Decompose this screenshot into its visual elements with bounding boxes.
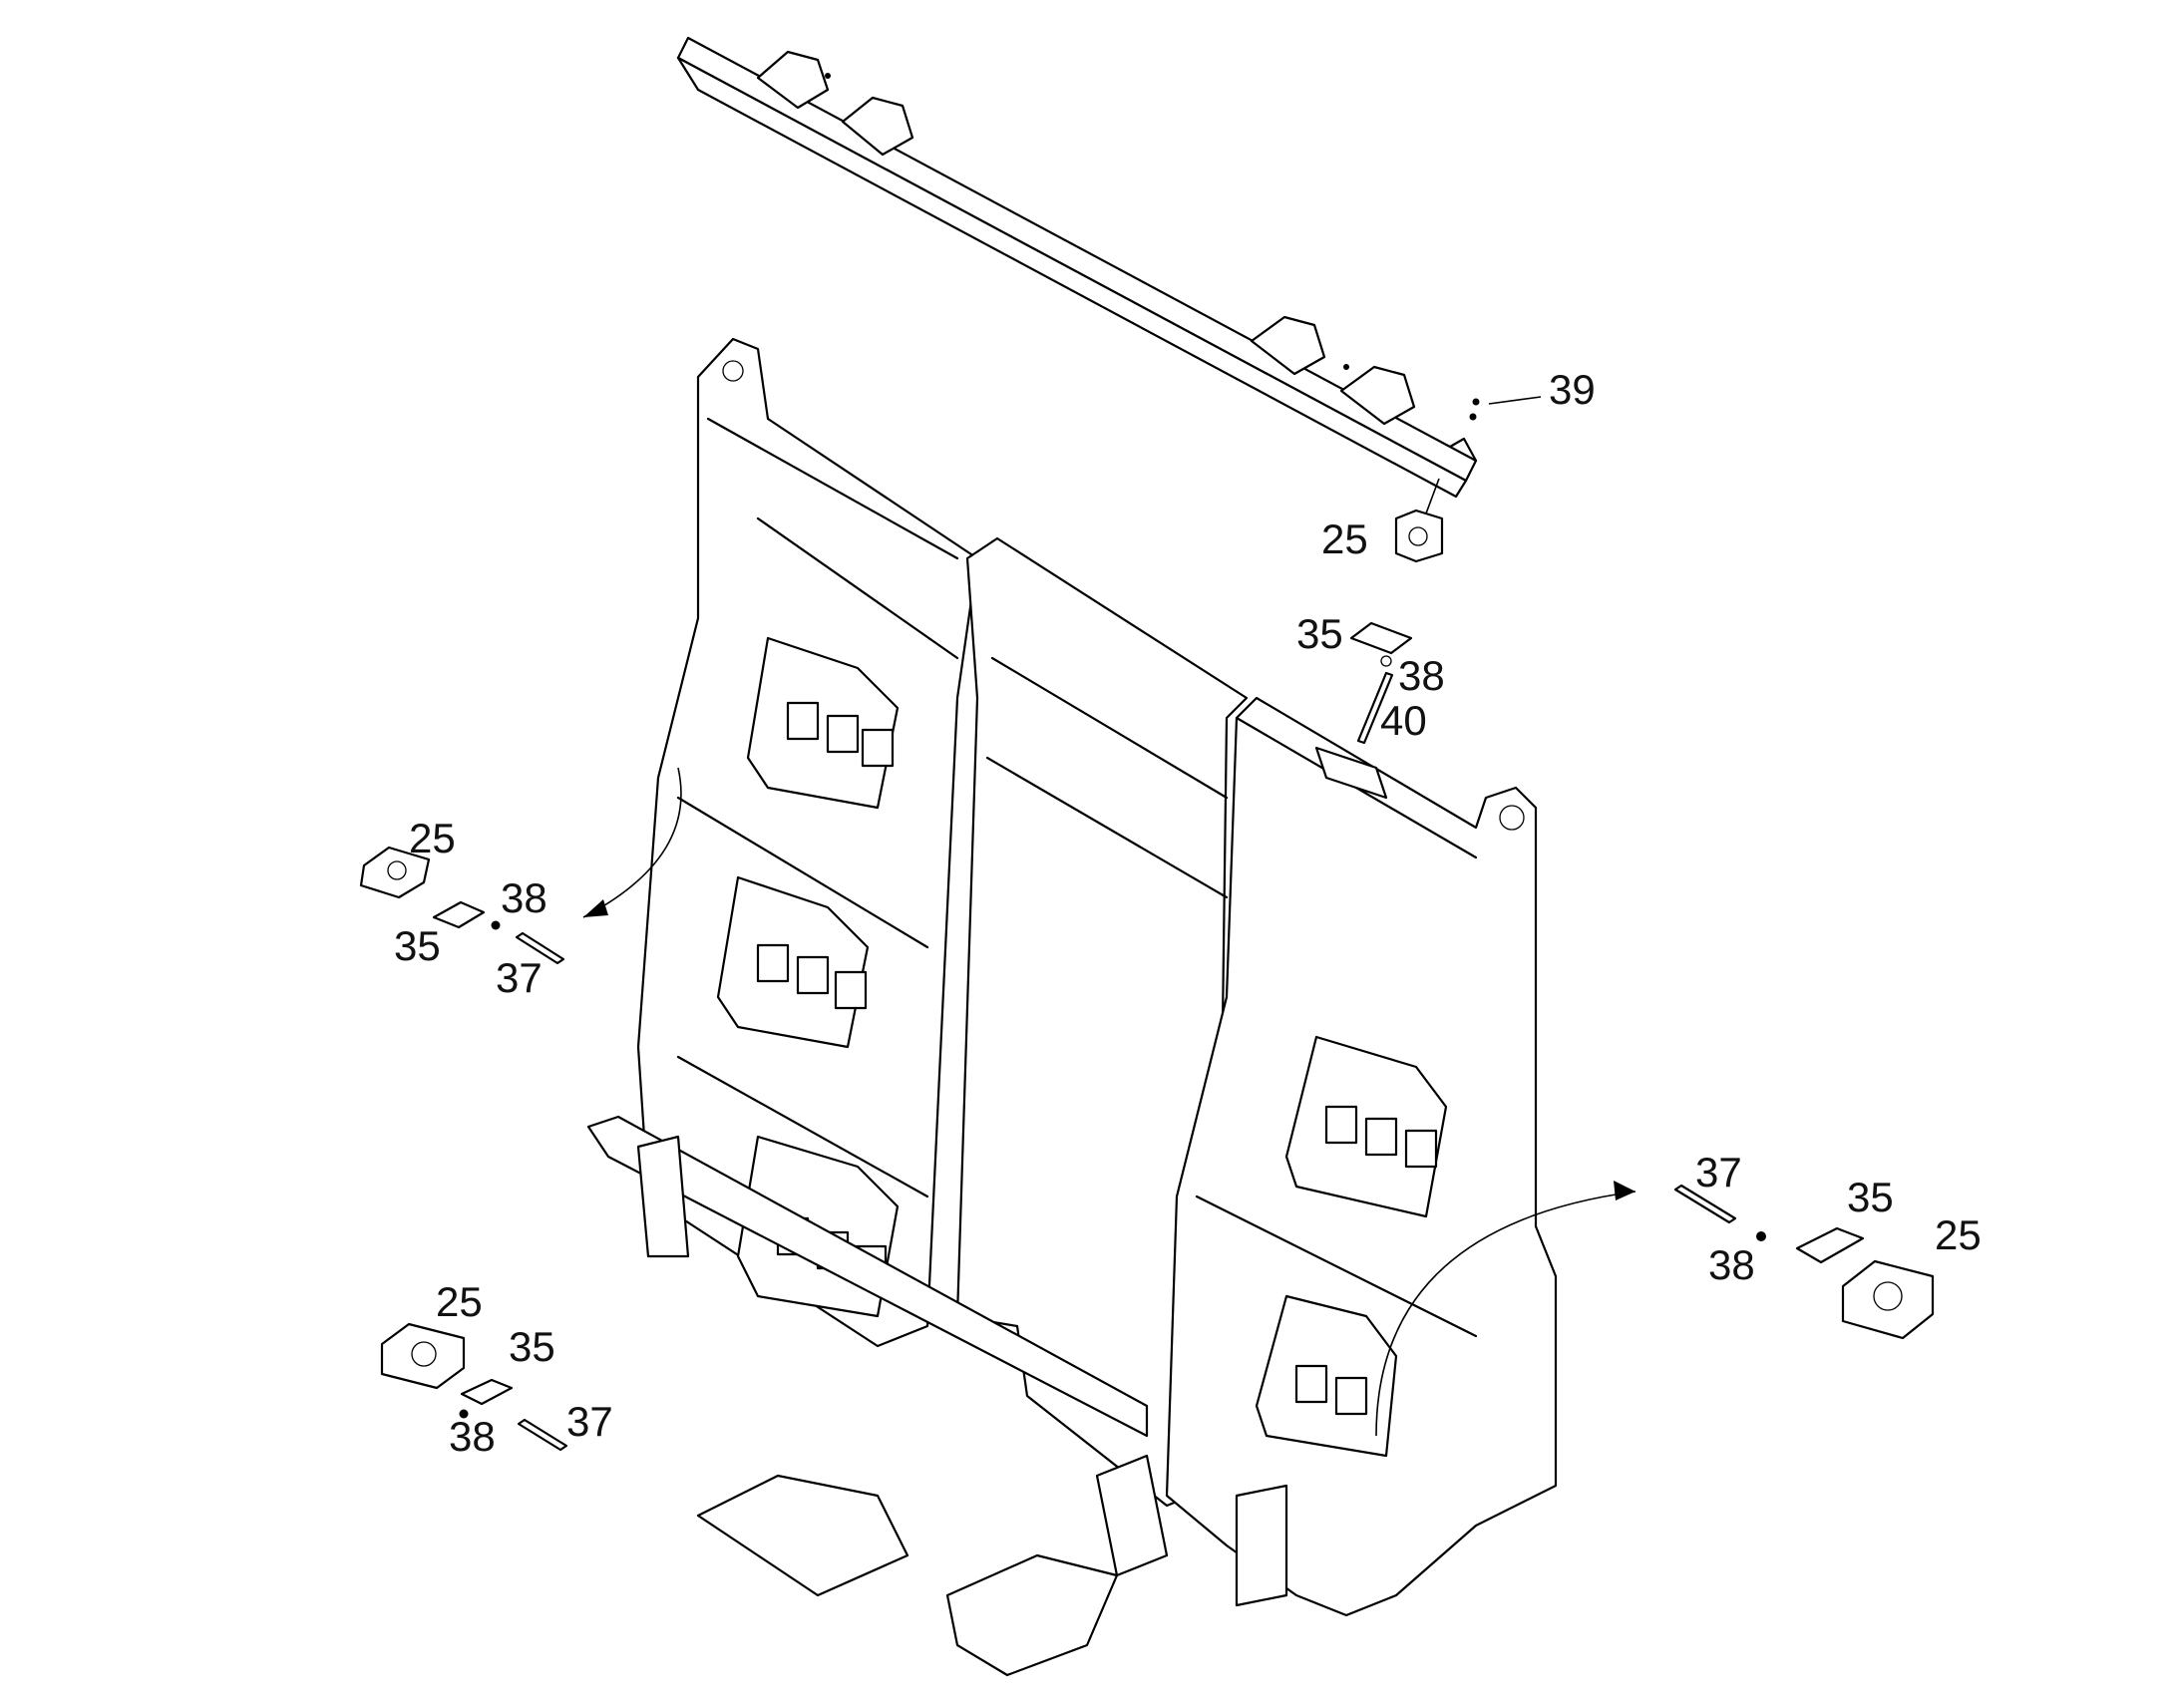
callout-39: 39 <box>1549 366 1596 413</box>
callout-35-left: 35 <box>394 922 441 969</box>
frame-base <box>586 1115 1288 1677</box>
callout-35-top: 35 <box>1296 610 1343 657</box>
arrowhead-left <box>583 899 608 917</box>
frame-right-tower <box>1165 696 1558 1617</box>
callout-38-top: 38 <box>1398 652 1445 699</box>
callout-25-right: 25 <box>1935 1211 1982 1258</box>
arrowhead-right <box>1614 1181 1635 1200</box>
callout-37-bottom-left: 37 <box>566 1398 613 1445</box>
callout-25-left: 25 <box>409 815 456 861</box>
hardware-group-left <box>359 846 565 965</box>
callout-37-left: 37 <box>496 954 543 1001</box>
callout-38-right: 38 <box>1708 1241 1755 1288</box>
callout-25-bottom-left: 25 <box>436 1278 483 1325</box>
top-rail <box>676 36 1478 499</box>
hardware-group-top <box>1349 396 1542 745</box>
callout-labels: 39 25 35 38 40 25 38 35 37 25 35 38 37 3… <box>394 366 1982 1460</box>
callout-38-bottom-left: 38 <box>449 1413 496 1460</box>
arrow-left <box>582 767 682 918</box>
callout-40-top: 40 <box>1380 697 1427 744</box>
hardware-group-bottom-left <box>380 1322 568 1452</box>
callout-25-top: 25 <box>1321 515 1368 562</box>
callout-37-right: 37 <box>1695 1149 1742 1196</box>
hardware-group-right <box>1673 1184 1935 1340</box>
callout-35-right: 35 <box>1847 1174 1894 1220</box>
arrow-right <box>1375 1191 1636 1437</box>
callout-35-bottom-left: 35 <box>509 1323 555 1370</box>
frame-left-tower <box>636 337 979 1348</box>
callout-38-left: 38 <box>501 874 547 921</box>
